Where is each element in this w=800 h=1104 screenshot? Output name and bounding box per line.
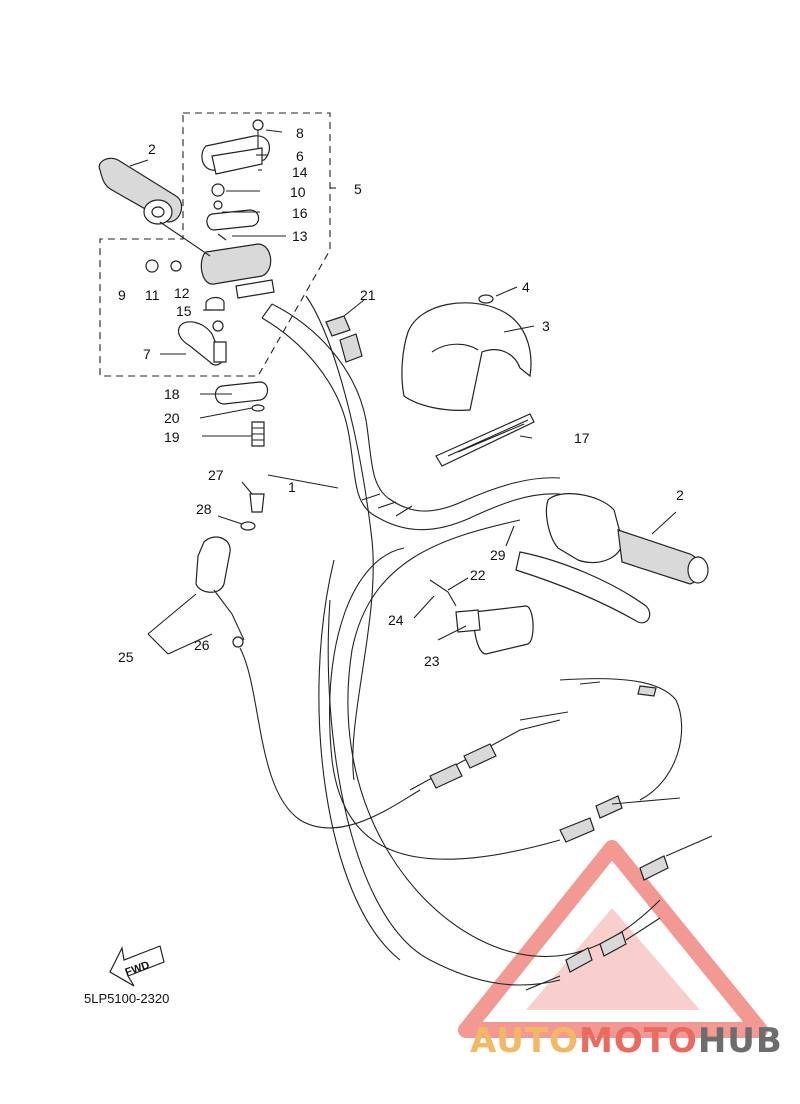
clutch-switch	[429, 579, 534, 655]
callout-6: 6	[296, 148, 304, 164]
callout-23: 23	[424, 653, 440, 669]
callout-9: 9	[118, 287, 126, 303]
callout-4: 4	[522, 279, 530, 295]
watermark-auto: AUTOMOTOHUB	[470, 1021, 783, 1061]
handlebar	[261, 303, 561, 531]
callout-13: 13	[292, 228, 308, 244]
callout-11: 11	[145, 287, 160, 303]
forward-direction-arrow: FWD	[109, 945, 165, 987]
callout-20: 20	[164, 410, 180, 426]
callout-16: 16	[292, 205, 308, 221]
callout-24: 24	[388, 612, 404, 628]
callout-27: 27	[208, 467, 224, 483]
watermark-moto-text: MOTO	[579, 1021, 698, 1061]
left-grip	[98, 157, 183, 225]
callout-2-right: 2	[676, 487, 684, 503]
handlebar-cover	[401, 294, 532, 411]
callout-17: 17	[574, 430, 590, 446]
callout-26: 26	[194, 637, 210, 653]
callout-15: 15	[176, 303, 192, 319]
callout-3: 3	[542, 318, 550, 334]
callout-8: 8	[296, 125, 304, 141]
callout-29: 29	[490, 547, 506, 563]
callout-14: 14	[292, 164, 308, 180]
callout-25: 25	[118, 649, 134, 665]
callout-12: 12	[174, 285, 190, 301]
right-grip-assembly	[515, 493, 709, 624]
control-cables	[239, 295, 713, 991]
callout-18: 18	[164, 386, 180, 402]
switch-assembly	[145, 119, 275, 366]
cable-tie	[435, 413, 535, 467]
callout-28: 28	[196, 501, 212, 517]
throttle-parts	[195, 493, 265, 648]
leader-lines	[129, 129, 677, 655]
callout-numbers: 1 2 2 3 4 5 6 7 8 9 10 11 12 13 14 15 16…	[118, 125, 684, 669]
holder-parts	[214, 381, 269, 447]
callout-19: 19	[164, 429, 180, 445]
assembly-box-5	[99, 112, 331, 377]
watermark-triangle	[458, 840, 768, 1038]
callout-22: 22	[470, 567, 486, 583]
watermark-hub-text: HUB	[698, 1021, 783, 1061]
watermark-text: AUTOMOTOHUB	[470, 1021, 783, 1061]
callout-21: 21	[360, 287, 376, 303]
diagram-code: 5LP5100-2320	[84, 991, 169, 1006]
watermark-auto-text: AUTO	[470, 1021, 579, 1061]
callout-5: 5	[354, 181, 362, 197]
callout-10: 10	[290, 184, 306, 200]
callout-1: 1	[288, 479, 296, 495]
callout-2-left: 2	[148, 141, 156, 157]
callout-7: 7	[143, 346, 151, 362]
